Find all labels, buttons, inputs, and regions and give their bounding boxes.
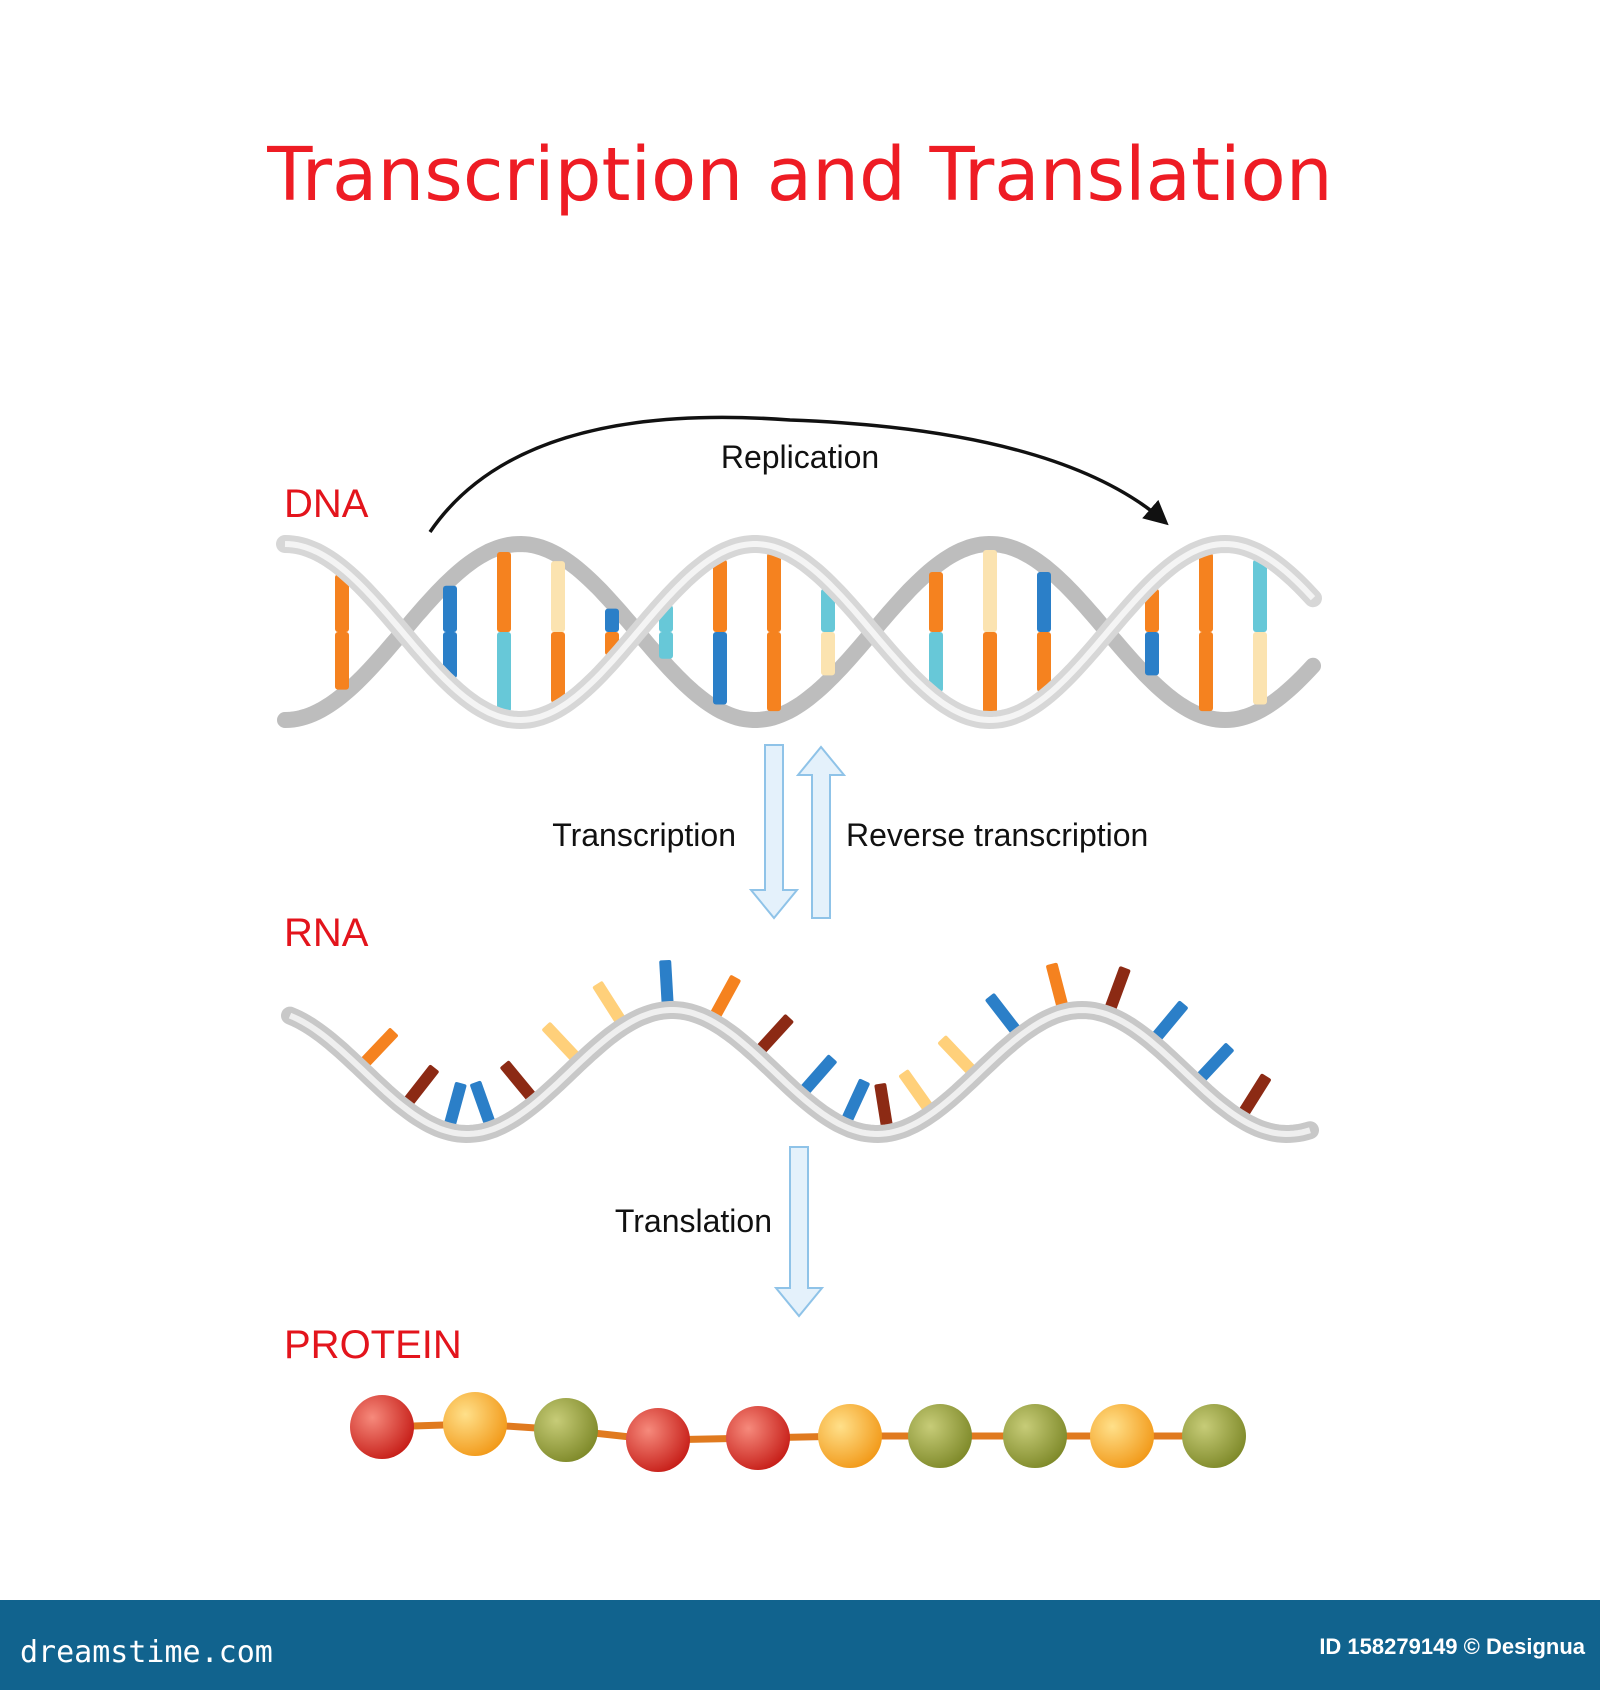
rna-nucleotide <box>470 1080 496 1126</box>
rna-nucleotide <box>444 1082 467 1127</box>
rna-label: RNA <box>284 911 369 955</box>
replication-label: Replication <box>721 439 879 475</box>
rna-nucleotide <box>1152 1000 1188 1041</box>
dna-base-pair-top <box>821 588 835 632</box>
dna-base-pair-top <box>605 608 619 632</box>
rna-nucleotide <box>1196 1043 1234 1082</box>
protein-chain <box>350 1392 1246 1472</box>
dna-base-pair-bottom <box>497 632 511 712</box>
dna-base-pair-top <box>767 552 781 632</box>
amino-acid <box>1182 1404 1246 1468</box>
rna-backbone-highlight <box>288 1006 1311 1138</box>
dna-base-pair-top <box>983 550 997 632</box>
footer-bar <box>0 1600 1600 1690</box>
amino-acid <box>726 1406 790 1470</box>
amino-acid <box>534 1398 598 1462</box>
dna-base-pair-top <box>713 559 727 632</box>
rna-nucleotide <box>1105 966 1131 1011</box>
dna-base-pair-top <box>551 561 565 632</box>
dna-base-pair-bottom <box>443 632 457 679</box>
dna-base-pair-bottom <box>551 632 565 703</box>
footer-brand[interactable]: dreamstime.com <box>20 1635 273 1670</box>
rna-nucleotide <box>542 1022 580 1061</box>
dna-base-pair-top <box>335 574 349 632</box>
dna-backstrand <box>277 535 1321 729</box>
translation-arrow <box>773 1146 825 1318</box>
dna-label: DNA <box>284 482 369 526</box>
rna-nucleotide <box>985 993 1021 1035</box>
dna-double-helix <box>276 534 1322 730</box>
reverse-transcription-label: Reverse transcription <box>846 817 1148 853</box>
dna-base-pair-bottom <box>335 632 349 690</box>
rna-nucleotide <box>1046 962 1068 1008</box>
rna-nucleotide <box>403 1065 439 1106</box>
transcription-arrow <box>748 744 800 920</box>
rna-nucleotide <box>841 1078 870 1123</box>
rna-nucleotide <box>756 1014 794 1054</box>
dna-base-pair-top <box>929 571 943 632</box>
dna-base-pair-bottom <box>1253 632 1267 705</box>
dna-base-pair-top <box>1145 588 1159 632</box>
dna-base-pair-bottom <box>659 632 673 659</box>
amino-acid <box>908 1404 972 1468</box>
replication-arrow <box>428 415 1169 533</box>
dna-base-pair-top <box>1253 559 1267 632</box>
dna-base-pair-top <box>497 552 511 632</box>
translation-label: Translation <box>615 1203 772 1239</box>
amino-acid <box>443 1392 507 1456</box>
dna-base-pair-top <box>1037 571 1051 632</box>
dna-base-pair-top <box>1199 552 1213 632</box>
amino-acid <box>1003 1404 1067 1468</box>
dna-base-pair-bottom <box>929 632 943 693</box>
dna-base-pair-bottom <box>821 632 835 676</box>
rna-nucleotide <box>1238 1073 1271 1116</box>
amino-acid <box>626 1408 690 1472</box>
dna-base-pair-bottom <box>767 632 781 712</box>
amino-acid <box>350 1395 414 1459</box>
rna-nucleotide <box>938 1035 976 1075</box>
dna-base-pair-top <box>443 585 457 632</box>
dna-base-pair-bottom <box>1199 632 1213 712</box>
rna-nucleotide <box>800 1054 837 1095</box>
rna-nucleotide <box>874 1083 893 1128</box>
footer-image-id: ID 158279149 © Designua <box>1319 1634 1585 1659</box>
transcription-label: Transcription <box>552 817 736 853</box>
reverse-transcription-arrow <box>795 745 847 919</box>
dna-base-pair-bottom <box>1145 632 1159 676</box>
amino-acid <box>818 1404 882 1468</box>
dna-base-pair-bottom <box>713 632 727 705</box>
dna-base-pair-bottom <box>983 632 997 714</box>
rna-nucleotide <box>899 1069 933 1112</box>
rna-nucleotide <box>710 975 741 1019</box>
rna-nucleotide <box>659 959 674 1005</box>
rna-nucleotide <box>592 981 626 1024</box>
page-title: Transcription and Translation <box>266 132 1332 218</box>
protein-label: PROTEIN <box>284 1323 462 1367</box>
rna-strand <box>281 959 1319 1144</box>
dna-frontstrand-highlight <box>284 540 1316 724</box>
dna-base-pair-bottom <box>1037 632 1051 693</box>
rna-nucleotide <box>360 1028 398 1067</box>
amino-acid <box>1090 1404 1154 1468</box>
rna-nucleotide <box>500 1060 537 1101</box>
